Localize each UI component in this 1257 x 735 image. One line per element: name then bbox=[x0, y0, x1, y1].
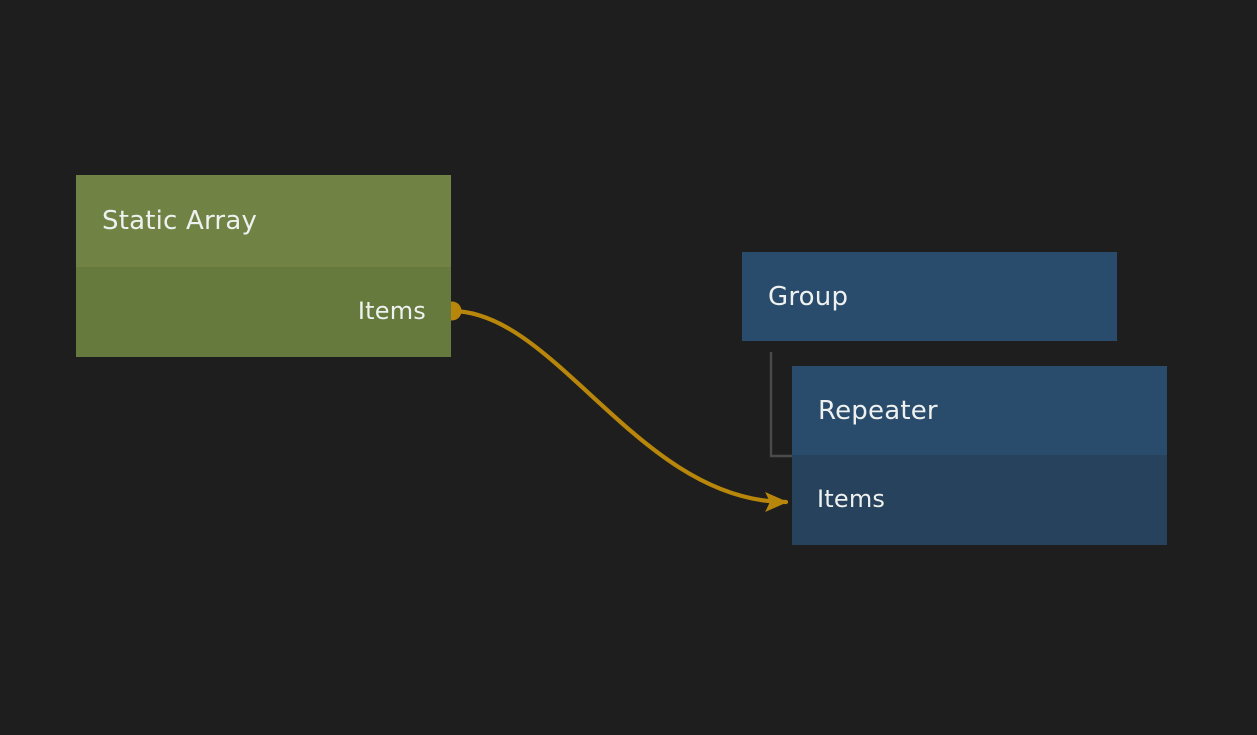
node-repeater-header[interactable]: Repeater bbox=[792, 366, 1167, 455]
link-items-to-items[interactable] bbox=[449, 308, 789, 512]
node-repeater-body[interactable]: Items bbox=[792, 455, 1167, 545]
node-static-array-header[interactable]: Static Array bbox=[76, 175, 451, 267]
node-repeater-title: Repeater bbox=[818, 395, 938, 426]
node-group-header[interactable]: Group bbox=[742, 252, 1117, 341]
output-port-label-items: Items bbox=[357, 297, 426, 325]
node-static-array[interactable]: Static Array Items bbox=[76, 175, 451, 357]
node-group[interactable]: Group bbox=[742, 252, 1117, 341]
node-repeater[interactable]: Repeater Items bbox=[792, 366, 1167, 545]
node-static-array-body[interactable]: Items bbox=[76, 267, 451, 357]
group-repeater-bracket bbox=[769, 352, 793, 458]
input-port-label-items: Items bbox=[817, 485, 886, 513]
node-group-title: Group bbox=[768, 281, 849, 312]
node-static-array-title: Static Array bbox=[102, 206, 258, 236]
